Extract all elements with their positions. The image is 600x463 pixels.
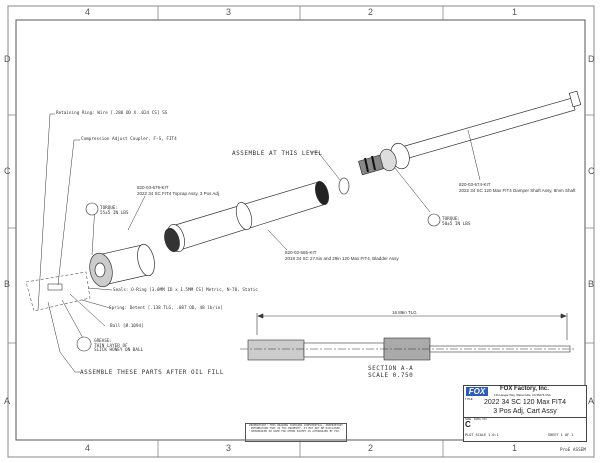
topcap-part-number: 820-03-679-KIT — [137, 185, 169, 190]
title-label: TITLE — [465, 397, 473, 401]
zone-col-3-bottom: 3 — [226, 443, 232, 453]
coupler-part — [47, 283, 63, 291]
leader-lines — [37, 113, 481, 373]
zone-col-3: 3 — [226, 7, 232, 17]
bladder-part-number: 820-03-565-KIT — [285, 250, 317, 255]
dwg-no-label: DWG. NO. — [474, 417, 488, 421]
zone-col-2-bottom: 2 — [368, 443, 374, 453]
damper-part-number: 820-03-674-KIT — [459, 182, 491, 187]
company-address: 130 Hangar Way, Watsonville, CA 95076 US… — [494, 393, 551, 397]
after-oil-fill-box — [25, 271, 91, 312]
retaining-ring-callout: Retaining Ring: Wire [.280 OD X .024 CS]… — [56, 111, 168, 116]
torque-icon — [427, 213, 441, 227]
topcap-assy — [89, 243, 155, 288]
zone-row-a-right: A — [588, 396, 595, 406]
overall-length-dimension: 16.89in TLG — [392, 310, 417, 315]
zone-row-a: A — [4, 396, 11, 406]
zone-ticks — [8, 6, 594, 457]
zone-col-2: 2 — [368, 7, 374, 17]
scale-label: SCALE 0.750 — [368, 372, 414, 379]
zone-row-b-right: B — [588, 279, 595, 289]
drawing-title-line2: 3 Pos Adj, Cart Assy — [493, 408, 557, 415]
zone-row-d: D — [4, 54, 11, 64]
coupler-callout: Compression Adjust Coupler, F-S, FIT4 — [81, 137, 177, 142]
zone-col-1: 1 — [512, 7, 518, 17]
section-view — [240, 313, 575, 361]
zone-row-c-right: C — [588, 166, 595, 176]
section-label: SECTION A-A — [368, 365, 414, 372]
confidentiality-notice: PROPRIETARY: THIS DRAWING CONTAINS CONFI… — [245, 423, 347, 442]
ball-callout: Ball [Ø.1094] — [110, 324, 144, 329]
bladder-assy — [164, 180, 329, 253]
assemble-level-callout: ASSEMBLE AT THIS LEVEL — [232, 150, 323, 157]
retaining-ring-part — [338, 177, 350, 195]
zone-row-d-right: D — [588, 54, 595, 64]
zone-col-4: 4 — [85, 7, 91, 17]
zone-row-b: B — [4, 279, 11, 289]
zone-col-4-bottom: 4 — [85, 443, 91, 453]
after-oil-fill-callout: ASSEMBLE THESE PARTS AFTER OIL FILL — [80, 369, 224, 376]
damper-torque: TORQUE: 50±5 IN LBS — [442, 217, 471, 227]
bladder-description: 2019 34 SC 27.5in and 29in 120 Max FIT4,… — [285, 256, 399, 261]
sheet-number: SHEET 1 OF 1 — [548, 433, 574, 437]
grease-callout: GREASE: THIN LAYER OF SLICK HONEY ON BAL… — [94, 339, 144, 353]
size-label: SIZE — [465, 417, 472, 421]
topcap-description: 2022 34 SC FIT4 Topcap Assy, 3 Pos Adj — [137, 191, 219, 196]
damper-shaft-assy — [358, 90, 582, 176]
drawing-title-line1: 2022 34 SC 120 Max FIT4 — [483, 399, 567, 406]
footer-label: ProE ASSEM — [560, 448, 586, 453]
plot-scale: PLOT SCALE 1.0:1 — [465, 433, 499, 437]
damper-description: 2022 34 SC 120 Max FIT4 Damper Shaft Ass… — [459, 188, 576, 193]
spring-callout: Spring: Detent [.138 TLG, .087 OD, 48 lb… — [109, 306, 223, 311]
zone-row-c: C — [4, 166, 11, 176]
outer-frame — [7, 5, 595, 458]
zone-col-1-bottom: 1 — [512, 443, 518, 453]
sheet-size: C — [465, 420, 471, 429]
fox-logo: FOX — [466, 387, 488, 396]
topcap-torque: TORQUE: 55±5 IN LBS — [100, 206, 129, 216]
title-block: FOX FOX Factory, Inc. 130 Hangar Way, Wa… — [463, 385, 587, 442]
inner-frame — [15, 19, 586, 441]
seals-callout: Seals: O-Ring [3.0MM ID x 1.5MM CS] Metr… — [113, 288, 258, 293]
grease-icon — [76, 336, 92, 352]
company-name: FOX Factory, Inc. — [500, 386, 549, 392]
torque-icon — [85, 202, 99, 216]
